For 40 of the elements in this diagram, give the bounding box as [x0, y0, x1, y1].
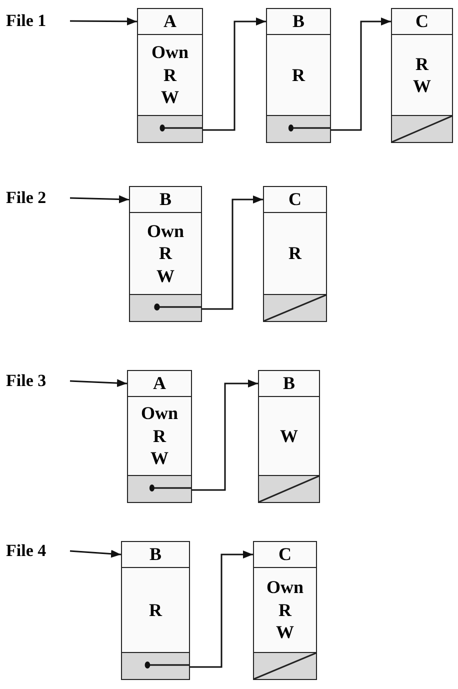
- arrow: [70, 550, 122, 558]
- arrow: [331, 18, 391, 131]
- access-rights: R: [149, 598, 162, 622]
- list-node-box: [391, 8, 453, 143]
- list-node-box: [263, 186, 327, 322]
- arrow: [70, 17, 137, 26]
- access-rights: R W: [412, 52, 432, 98]
- access-rights: R: [292, 64, 305, 86]
- access-rights: Own R W: [265, 576, 304, 644]
- list-node-box: [129, 186, 202, 322]
- file-label: File 4: [6, 540, 46, 562]
- arrow: [202, 196, 263, 310]
- access-rights: R: [288, 242, 302, 265]
- list-node-box: [258, 370, 320, 503]
- access-rights: Own R W: [140, 402, 179, 470]
- list-node-box: [137, 8, 203, 143]
- list-node-box: [253, 541, 317, 680]
- domain-header: A: [138, 9, 202, 35]
- domain-header: C: [254, 542, 316, 568]
- arrow: [190, 550, 253, 668]
- access-rights: W: [280, 424, 298, 448]
- list-node-box: [121, 541, 190, 680]
- file-label: File 2: [6, 187, 46, 209]
- file-label: File 1: [6, 10, 46, 32]
- file-label: File 3: [6, 370, 46, 392]
- domain-header: B: [130, 187, 201, 213]
- list-node-box: [127, 370, 192, 503]
- arrow: [192, 380, 258, 491]
- access-rights: Own R W: [150, 41, 190, 109]
- domain-header: B: [122, 542, 189, 568]
- arrow: [70, 195, 130, 204]
- arrow: [203, 18, 266, 131]
- domain-header: B: [259, 371, 319, 397]
- domain-header: A: [128, 371, 191, 397]
- domain-header: C: [264, 187, 326, 213]
- arrow: [70, 379, 128, 388]
- domain-header: B: [267, 9, 330, 35]
- access-rights: Own R W: [146, 220, 185, 288]
- domain-header: C: [392, 9, 452, 35]
- list-node-box: [266, 8, 331, 143]
